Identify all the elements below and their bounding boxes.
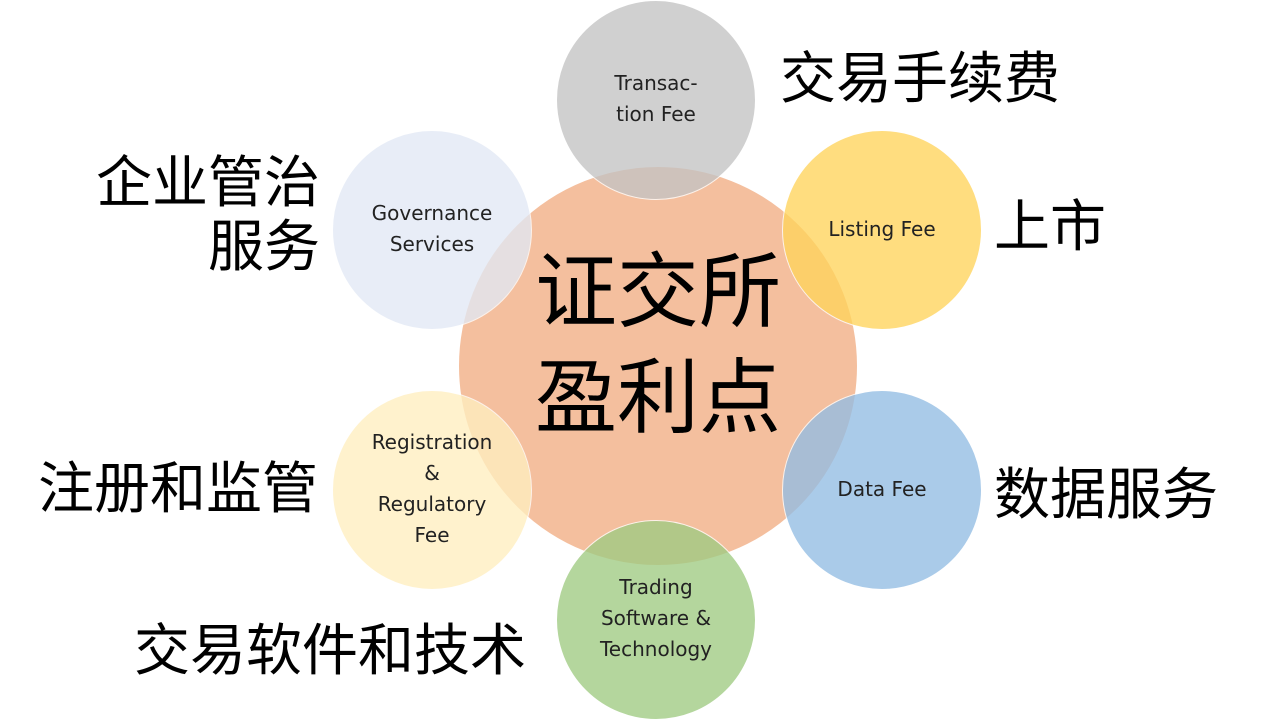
trading-software-label: Trading Software & Technology [576,572,736,665]
listing-fee-label: Listing Fee [802,214,962,245]
label-line: Governance [371,201,493,225]
data-fee-circle [782,390,982,590]
label-line: Regulatory [377,492,487,516]
label-line: Trading [619,575,693,599]
label-line: Fee [414,523,450,547]
governance-circle [332,130,532,330]
governance-zh: 企业管治 服务 [60,152,320,280]
center-title: 证交所 盈利点 [458,240,858,452]
center-line-1: 证交所 [534,245,781,340]
label-line: Services [389,232,475,256]
registration-fee-label: Registration & Regulatory Fee [352,427,512,551]
transaction-fee-zh: 交易手续费 [780,47,1060,112]
transaction-fee-circle [556,0,756,200]
registration-fee-circle [332,390,532,590]
transaction-fee-label: Transac- tion Fee [576,68,736,130]
label-line: 服务 [208,215,320,280]
label-line: tion Fee [616,102,696,126]
listing-fee-circle [782,130,982,330]
label-line: Technology [599,637,713,661]
label-line: Registration [371,430,493,454]
data-fee-label: Data Fee [802,474,962,505]
label-line: Transac- [614,71,698,95]
label-line: Listing Fee [828,217,936,241]
governance-label: Governance Services [352,198,512,260]
registration-fee-zh: 注册和监管 [38,457,318,522]
listing-fee-zh: 上市 [994,195,1106,260]
center-line-2: 盈利点 [534,351,781,446]
label-line: & [424,461,440,485]
data-fee-zh: 数据服务 [994,463,1218,528]
trading-software-zh: 交易软件和技术 [134,619,526,684]
label-line: 企业管治 [96,151,320,216]
trading-software-circle [556,520,756,720]
label-line: Data Fee [837,477,927,501]
label-line: Software & [600,606,712,630]
